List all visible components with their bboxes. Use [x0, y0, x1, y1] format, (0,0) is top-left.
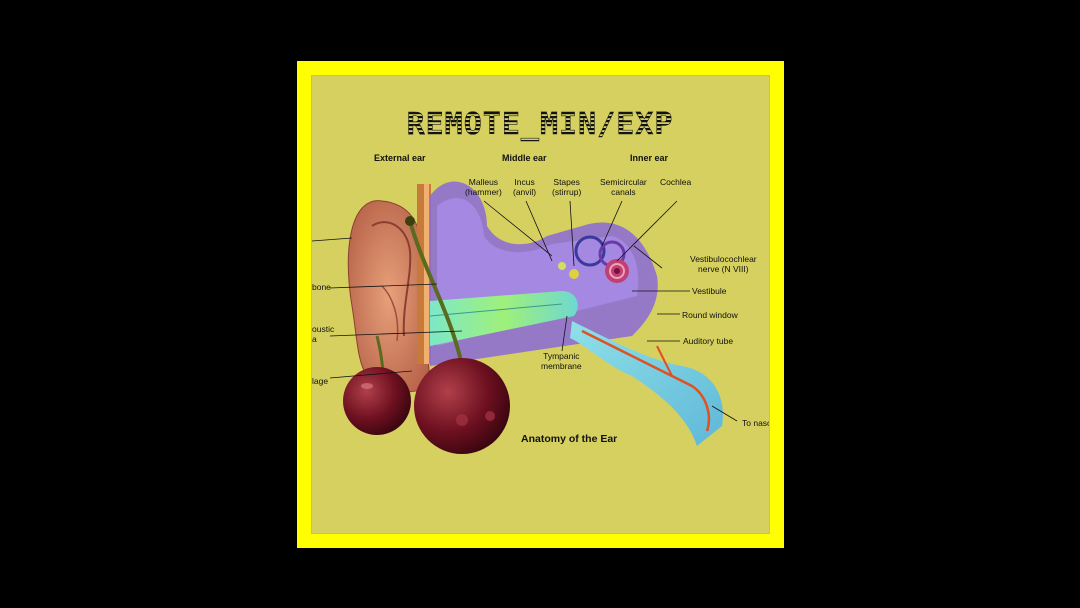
stapes-label: Stapes(stirrup) — [552, 177, 582, 197]
bone-label-partial: bone — [312, 282, 331, 292]
external-ear-heading: External ear — [374, 153, 426, 163]
middle-ear-heading: Middle ear — [502, 153, 547, 163]
cartilage-label-partial: lage — [312, 376, 329, 386]
cherry-right — [414, 358, 510, 454]
to-nasopharynx-label: To naso — [742, 418, 770, 428]
semicircular-canal-shape — [574, 235, 606, 267]
cherry-stem — [408, 220, 464, 367]
cochlea-label: Cochlea — [660, 177, 692, 187]
cover-title-graphic: REMOTE_MIN/EXP — [406, 107, 674, 143]
ear-anatomy-illustration — [312, 181, 738, 454]
inner-ear-heading: Inner ear — [630, 153, 669, 163]
album-frame: REMOTE_MIN/EXP External ear Middle ear I… — [297, 61, 784, 548]
round-window-label: Round window — [682, 310, 738, 320]
auditory-tube-shape — [570, 321, 723, 446]
auditory-tube-label: Auditory tube — [683, 336, 734, 346]
artwork-panel: REMOTE_MIN/EXP External ear Middle ear I… — [311, 75, 770, 534]
cherry-left — [343, 367, 411, 435]
vestibule-label: Vestibule — [692, 286, 727, 296]
ear-canal-shape — [430, 291, 578, 346]
incus-label: Incus(anvil) — [513, 177, 537, 197]
diagram-caption: Anatomy of the Ear — [521, 433, 618, 445]
malleus-label: Malleus(hammer) — [465, 177, 502, 197]
album-title: REMOTE_MIN/EXP — [407, 107, 674, 142]
